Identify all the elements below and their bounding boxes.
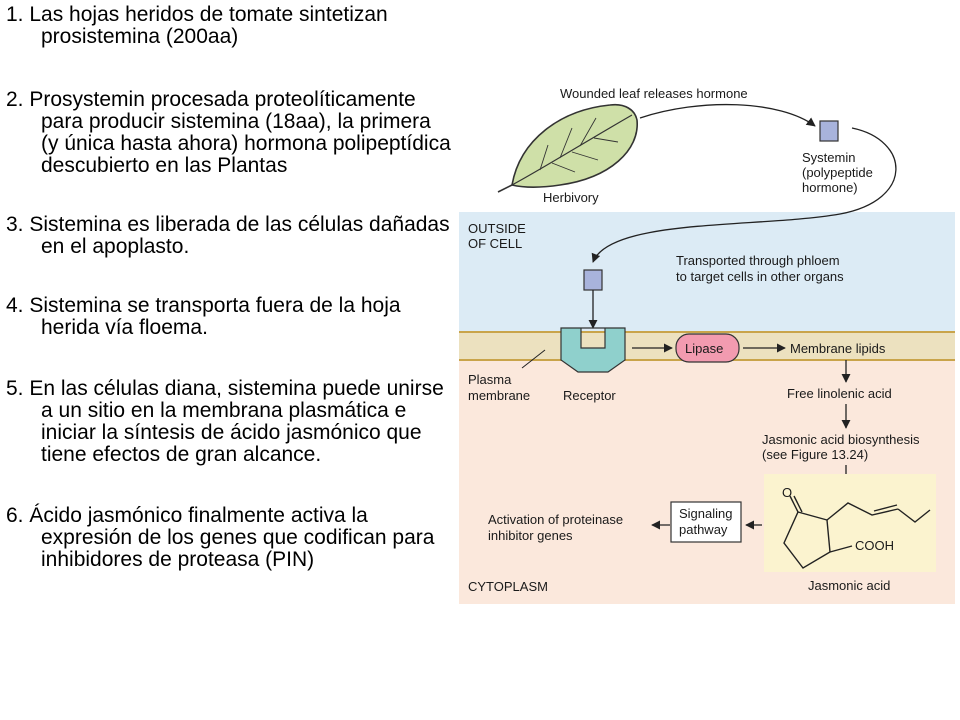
signaling-pathway-box bbox=[670, 501, 742, 543]
outside-label-1: OUTSIDE bbox=[468, 221, 526, 236]
list-item: 3. Sistemina es liberada de las células … bbox=[6, 213, 450, 258]
systemin-square bbox=[583, 269, 603, 291]
systemin-label-1: Systemin bbox=[802, 150, 855, 165]
activation-label-2: inhibitor genes bbox=[488, 528, 573, 543]
jasmonic-acid-label: Jasmonic acid bbox=[808, 578, 890, 593]
ja-biosynthesis-label-1: Jasmonic acid biosynthesis bbox=[762, 432, 920, 447]
outside-label-2: OF CELL bbox=[468, 236, 522, 251]
signaling-label-1: Signaling bbox=[679, 506, 733, 521]
oxygen-label: O bbox=[782, 485, 792, 500]
cooh-label: COOH bbox=[855, 538, 894, 553]
herbivory-label: Herbivory bbox=[543, 190, 599, 205]
systemin-label-3: hormone) bbox=[802, 180, 858, 195]
jasmonic-acid-structure bbox=[783, 495, 931, 569]
transported-label-2: to target cells in other organs bbox=[676, 269, 844, 284]
list-item: 5. En las células diana, sistemina puede… bbox=[6, 377, 444, 466]
activation-label-1: Activation of proteinase bbox=[488, 512, 623, 527]
lipase-shape bbox=[675, 333, 740, 363]
plasma-membrane-label-2: membrane bbox=[468, 388, 530, 403]
list-item: 6. Ácido jasmónico finalmente activa la … bbox=[6, 504, 435, 571]
transported-label-1: Transported through phloem bbox=[676, 253, 840, 268]
ja-biosynthesis-label-2: (see Figure 13.24) bbox=[762, 447, 868, 462]
wounded-leaf-label: Wounded leaf releases hormone bbox=[560, 86, 748, 101]
explanation-list: 1. Las hojas heridos de tomate sintetiza… bbox=[6, 4, 452, 612]
plasma-membrane-label-1: Plasma bbox=[468, 372, 512, 387]
list-item: 2. Prosystemin procesada proteolíticamen… bbox=[6, 88, 451, 177]
free-linolenic-label: Free linolenic acid bbox=[787, 386, 892, 401]
lipase-label: Lipase bbox=[685, 341, 723, 356]
leaf-icon bbox=[497, 103, 638, 193]
list-item: 1. Las hojas heridos de tomate sintetiza… bbox=[6, 3, 388, 48]
membrane-lipids-label: Membrane lipids bbox=[790, 341, 886, 356]
list-item: 4. Sistemina se transporta fuera de la h… bbox=[6, 294, 401, 339]
receptor-label: Receptor bbox=[563, 388, 616, 403]
outside-cell-panel bbox=[459, 212, 955, 332]
signaling-label-2: pathway bbox=[679, 522, 728, 537]
systemin-square bbox=[819, 120, 839, 142]
cytoplasm-label: CYTOPLASM bbox=[468, 579, 548, 594]
receptor-shape bbox=[560, 327, 626, 373]
systemin-label-2: (polypeptide bbox=[802, 165, 873, 180]
